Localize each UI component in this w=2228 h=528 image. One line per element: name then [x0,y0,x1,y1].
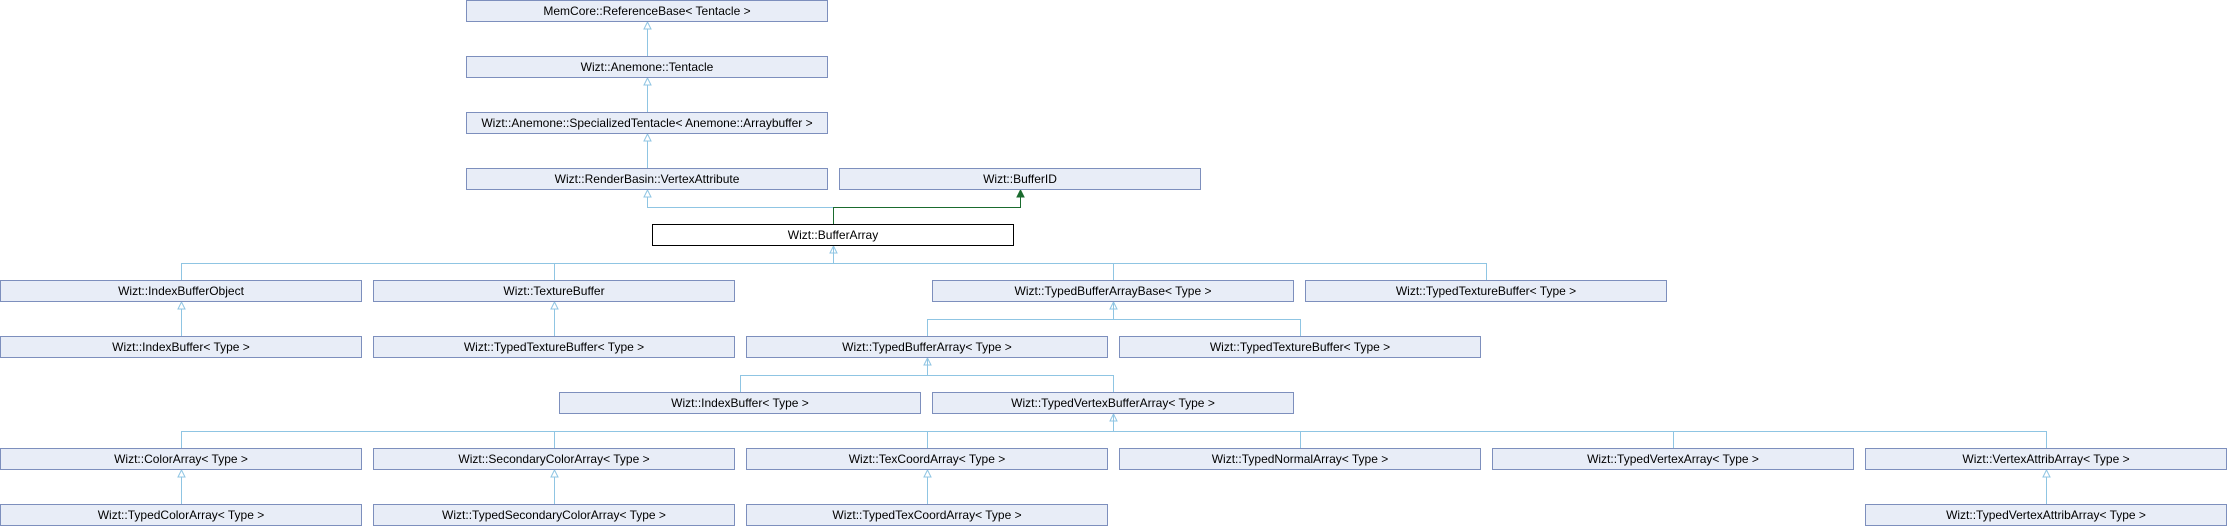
class-node-bufferarray-current[interactable]: Wizt::BufferArray [652,224,1014,246]
inheritance-edge-n22-to-n16 [1113,414,2047,448]
inheritance-edge-n15-to-n13 [740,358,928,392]
inheritance-edge-n14-to-n9 [1113,302,1301,336]
arrowhead-n1 [643,20,652,30]
arrowhead-n2 [643,76,652,86]
class-node-indexbufferobject[interactable]: Wizt::IndexBufferObject [0,280,362,302]
class-node-typedvertexarray-type[interactable]: Wizt::TypedVertexArray< Type > [1492,448,1854,470]
arrowhead-n17 [177,468,186,478]
class-node-texturebuffer[interactable]: Wizt::TextureBuffer [373,280,735,302]
class-node-indexbuffer-type[interactable]: Wizt::IndexBuffer< Type > [0,336,362,358]
inheritance-edge-n16-to-n13 [927,358,1114,392]
class-node-colorarray-type[interactable]: Wizt::ColorArray< Type > [0,448,362,470]
class-node-vertexattribarray-type[interactable]: Wizt::VertexAttribArray< Type > [1865,448,2227,470]
class-node-typedtexturebuffer-type[interactable]: Wizt::TypedTextureBuffer< Type > [373,336,735,358]
class-node-secondarycolorarray-type[interactable]: Wizt::SecondaryColorArray< Type > [373,448,735,470]
class-node-typedtexturebuffer-type[interactable]: Wizt::TypedTextureBuffer< Type > [1119,336,1481,358]
class-node-renderbasin-vertexattribute[interactable]: Wizt::RenderBasin::VertexAttribute [466,168,828,190]
class-node-typedtexturebuffer-type[interactable]: Wizt::TypedTextureBuffer< Type > [1305,280,1667,302]
class-node-anemone-specializedtentacle-anemone-arraybuffer[interactable]: Wizt::Anemone::SpecializedTentacle< Anem… [466,112,828,134]
arrowhead-n19 [923,468,932,478]
class-node-typedtexcoordarray-type[interactable]: Wizt::TypedTexCoordArray< Type > [746,504,1108,526]
class-node-typedbufferarray-type[interactable]: Wizt::TypedBufferArray< Type > [746,336,1108,358]
arrowhead-n3 [643,132,652,142]
arrowhead-n7 [177,300,186,310]
class-node-texcoordarray-type[interactable]: Wizt::TexCoordArray< Type > [746,448,1108,470]
class-node-typedvertexbufferarray-type[interactable]: Wizt::TypedVertexBufferArray< Type > [932,392,1294,414]
inheritance-edge-n13-to-n9 [927,302,1114,336]
class-node-anemone-tentacle[interactable]: Wizt::Anemone::Tentacle [466,56,828,78]
inheritance-edge-n8-to-n6 [554,246,834,280]
arrowhead-n5-alt [1016,188,1025,198]
class-node-bufferid[interactable]: Wizt::BufferID [839,168,1201,190]
arrowhead-n8 [550,300,559,310]
class-node-typedcolorarray-type[interactable]: Wizt::TypedColorArray< Type > [0,504,362,526]
inheritance-edge-n6-to-n4 [647,190,834,224]
class-node-typedvertexattribarray-type[interactable]: Wizt::TypedVertexAttribArray< Type > [1865,504,2227,526]
inheritance-edge-n10-to-n6 [833,246,1487,280]
class-node-referencebase-tentacle[interactable]: MemCore::ReferenceBase< Tentacle > [466,0,828,22]
inheritance-edge-n6-to-n5 [833,190,1021,224]
arrowhead-n18 [550,468,559,478]
class-node-typednormalarray-type[interactable]: Wizt::TypedNormalArray< Type > [1119,448,1481,470]
arrowhead-n22 [2042,468,2051,478]
arrowhead-n4 [643,188,652,198]
inheritance-edge-n19-to-n16 [927,414,1114,448]
class-node-typedbufferarraybase-type[interactable]: Wizt::TypedBufferArrayBase< Type > [932,280,1294,302]
class-node-indexbuffer-type[interactable]: Wizt::IndexBuffer< Type > [559,392,921,414]
class-node-typedsecondarycolorarray-type[interactable]: Wizt::TypedSecondaryColorArray< Type > [373,504,735,526]
